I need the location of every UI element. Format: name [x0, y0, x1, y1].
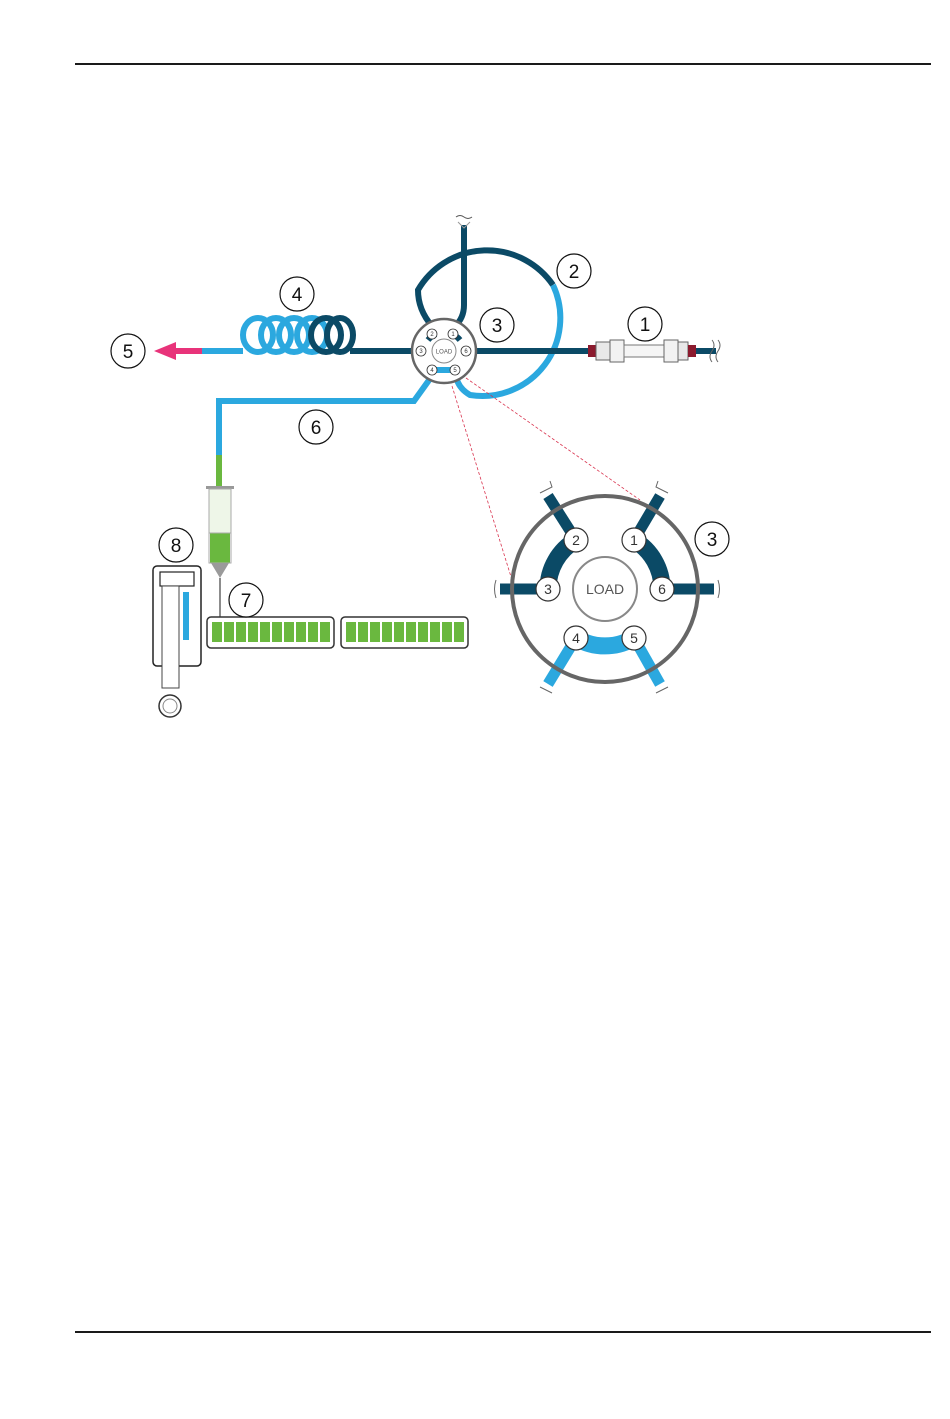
svg-text:3: 3	[707, 530, 718, 551]
inlet-tube	[455, 225, 464, 326]
svg-text:6: 6	[311, 418, 322, 439]
detector-icon	[153, 566, 201, 717]
callout-5: 5	[111, 334, 145, 368]
injection-valve: LOAD 1 2 3 4 5 6	[412, 319, 476, 383]
callout-3-detail: 3	[695, 522, 729, 556]
port-2: 2	[572, 532, 580, 548]
svg-text:5: 5	[123, 342, 134, 363]
mixing-coil	[243, 318, 353, 352]
svg-text:7: 7	[241, 591, 252, 612]
port-6: 6	[658, 581, 666, 597]
callout-3: 3	[480, 308, 514, 342]
callout-6: 6	[299, 410, 333, 444]
svg-text:2: 2	[569, 262, 580, 283]
svg-text:3: 3	[492, 316, 503, 337]
callout-8: 8	[159, 528, 193, 562]
port-1: 1	[630, 532, 638, 548]
port-3: 3	[544, 581, 552, 597]
valve-load-label: LOAD	[586, 581, 624, 597]
callout-2: 2	[557, 254, 591, 288]
svg-text:1: 1	[640, 315, 651, 336]
valve-detail: LOAD 1 2 3 4 5 6	[495, 481, 720, 693]
detail-guide-lines	[452, 378, 640, 580]
port-4: 4	[572, 630, 580, 646]
callout-4: 4	[280, 277, 314, 311]
waste-arrow-icon	[154, 342, 202, 360]
valve-load-label-small: LOAD	[436, 350, 453, 356]
callout-1: 1	[628, 307, 662, 341]
callout-7: 7	[229, 583, 263, 617]
fraction-rack-2	[341, 617, 468, 648]
svg-text:8: 8	[171, 536, 182, 557]
svg-text:4: 4	[292, 285, 303, 306]
fraction-rack-1	[207, 617, 334, 648]
port-5: 5	[630, 630, 638, 646]
